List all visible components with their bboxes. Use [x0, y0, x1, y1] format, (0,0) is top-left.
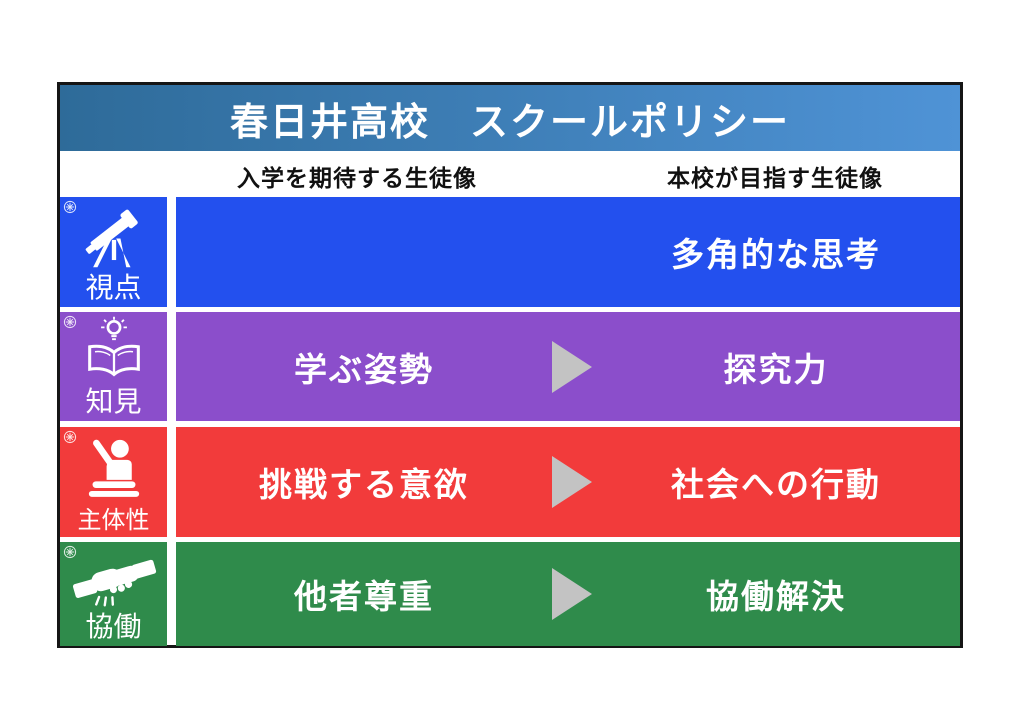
- target-trait-label: 探究力: [723, 350, 829, 388]
- current-trait-label: 学ぶ姿勢: [294, 350, 434, 388]
- row-band-initiative: 挑戦する意欲 社会への行動: [176, 427, 960, 537]
- column-header-band: 入学を期待する生徒像 本校が目指す生徒像: [60, 151, 960, 197]
- row-band-knowledge: 学ぶ姿勢 探究力: [176, 312, 960, 421]
- arrow-icon: [552, 568, 592, 620]
- icon-cell-viewpoint: 視点: [60, 197, 167, 307]
- row-category-label: 主体性: [77, 506, 150, 534]
- ornament-icon: [63, 200, 77, 214]
- policy-row-knowledge: 知見 学ぶ姿勢 探究力: [60, 312, 960, 421]
- target-trait-label: 社会への行動: [671, 466, 881, 503]
- policy-row-viewpoint: 視点 多角的な思考: [60, 197, 960, 307]
- current-trait-label: 他者尊重: [294, 578, 434, 615]
- target-trait-label: 多角的な思考: [671, 236, 881, 273]
- current-trait-label: 挑戦する意欲: [259, 466, 469, 503]
- icon-cell-initiative: 主体性: [60, 427, 167, 537]
- policy-row-initiative: 主体性 挑戦する意欲 社会への行動: [60, 427, 960, 537]
- icon-cell-knowledge: 知見: [60, 312, 167, 421]
- policy-frame: 春日井高校 スクールポリシー 入学を期待する生徒像 本校が目指す生徒像: [57, 82, 963, 648]
- arrow-icon: [552, 340, 592, 393]
- column-header-right: 本校が目指す生徒像: [667, 165, 883, 191]
- policy-row-collaboration: 協働 他者尊重 協働解決: [60, 542, 960, 646]
- ornament-icon: [63, 545, 77, 559]
- page-title: 春日井高校 スクールポリシー: [229, 101, 790, 144]
- ornament-icon: [63, 315, 77, 329]
- row-category-label: 視点: [85, 271, 142, 304]
- row-category-label: 知見: [85, 385, 142, 418]
- title-banner: 春日井高校 スクールポリシー: [60, 85, 960, 151]
- row-band-viewpoint: 多角的な思考: [176, 197, 960, 307]
- handshake-icon: [72, 559, 156, 607]
- column-header-left: 入学を期待する生徒像: [237, 165, 477, 191]
- raised-hand-icon: [88, 439, 139, 497]
- book-lightbulb-icon: [87, 316, 140, 377]
- telescope-icon: [85, 209, 138, 268]
- row-category-label: 協働: [85, 610, 142, 643]
- icon-cell-collaboration: 協働: [60, 542, 167, 646]
- ornament-icon: [63, 430, 77, 444]
- arrow-icon: [552, 456, 592, 508]
- target-trait-label: 協働解決: [706, 578, 846, 615]
- row-band-collaboration: 他者尊重 協働解決: [176, 542, 960, 646]
